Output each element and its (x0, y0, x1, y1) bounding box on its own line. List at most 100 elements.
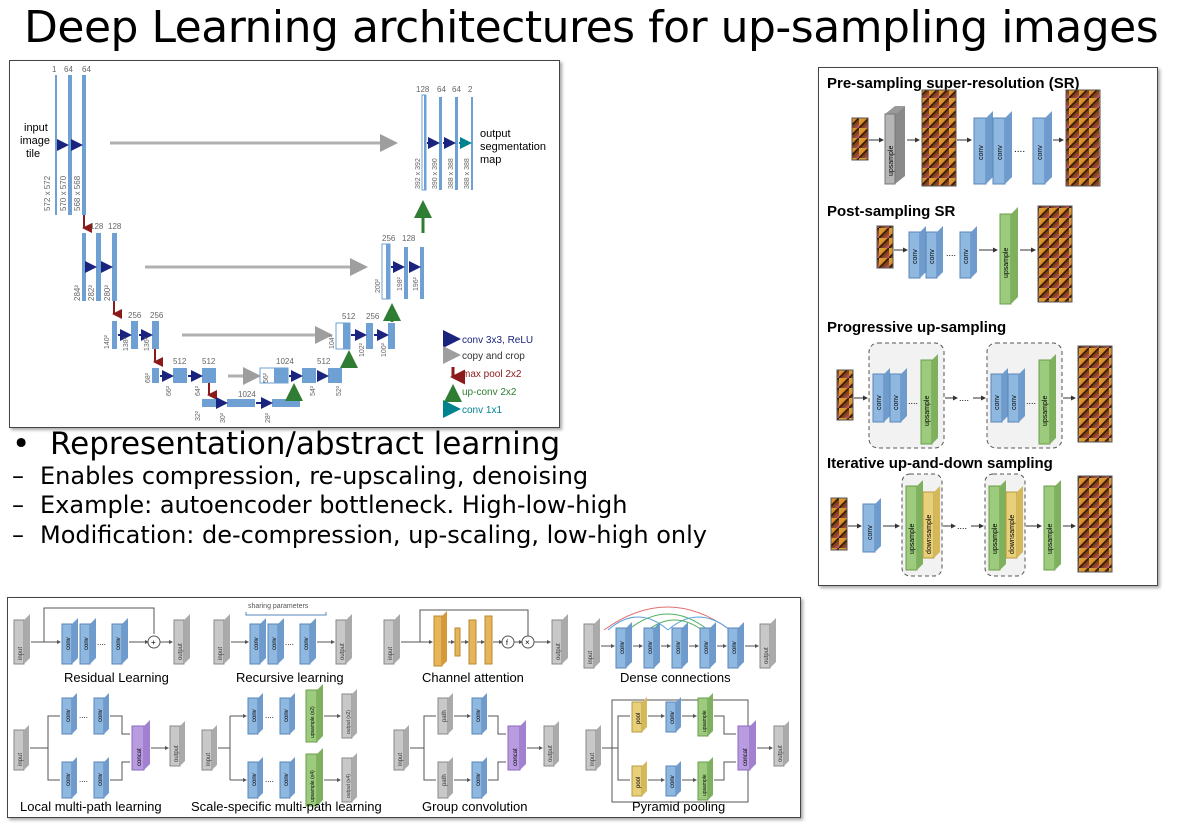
svg-text:....: .... (957, 521, 967, 531)
svg-text:conv: conv (476, 773, 482, 786)
svg-text:....: .... (265, 775, 274, 784)
feature-map (82, 75, 86, 215)
svg-text:input: input (218, 647, 224, 660)
svg-text:output: output (778, 745, 784, 762)
channel-label: 64 (437, 85, 446, 94)
channel-label: 128 (416, 85, 430, 94)
svg-text:conv: conv (98, 773, 104, 786)
size-label: 64² (195, 385, 202, 396)
channel-attention-diagram: input f × output (383, 609, 568, 667)
conv-block: conv (908, 226, 926, 279)
feature-map (471, 97, 473, 190)
svg-text:upsample: upsample (1042, 396, 1049, 426)
feature-map (55, 75, 57, 215)
unet-legend: conv 3x3, ReLU copy and crop max pool 2x… (443, 330, 533, 418)
svg-text:conv: conv (929, 249, 936, 264)
conv-block: conv (925, 226, 943, 279)
svg-text:....: .... (959, 393, 969, 403)
svg-text:downsample: downsample (926, 515, 933, 554)
output-image (1065, 89, 1101, 187)
svg-text:pool: pool (636, 713, 642, 724)
legend-conv1x1: conv 1x1 (462, 405, 502, 416)
channel-label: 128 (90, 222, 104, 231)
network-design-panel: input conv conv .... conv + output Resid… (7, 597, 801, 818)
unet-diagram: input image tile 1 64 64 572 x 572 570 x… (20, 65, 546, 423)
bullet-sub: –Enables compression, re-upscaling, deno… (12, 462, 792, 491)
size-label: 138² (123, 336, 130, 351)
svg-text:conv: conv (620, 641, 626, 654)
size-label: 572 x 572 (43, 175, 52, 211)
sr-framework-panel: Pre-sampling super-resolution (SR) Post-… (818, 67, 1158, 586)
size-label: 280² (103, 285, 112, 301)
svg-text:conv: conv (66, 637, 72, 650)
svg-text:conv: conv (304, 637, 310, 650)
bullet-list: • Representation/abstract learning –Enab… (12, 426, 792, 547)
svg-text:f: f (506, 640, 508, 647)
unet-output-label: output (480, 128, 511, 140)
sr-frameworks-diagram: Pre-sampling super-resolution (SR) Post-… (827, 75, 1113, 577)
feature-map (112, 233, 117, 301)
section-title-post-sampling: Post-sampling SR (827, 203, 956, 220)
size-label: 52² (336, 385, 343, 396)
upsample-block: upsample (1038, 354, 1056, 445)
channel-label: 512 (202, 357, 216, 366)
bullet-sub: –Modification: de-compression, up-scalin… (12, 523, 792, 547)
scale-specific-multipath-diagram: input conv .... conv upsample (x2) outpu… (201, 684, 357, 807)
unet-input-label: image (20, 135, 50, 147)
channel-label: 256 (366, 312, 380, 321)
output-image (1077, 475, 1113, 573)
legend-up-conv: up-conv 2x2 (462, 387, 517, 398)
size-label: 136² (144, 336, 151, 351)
local-multipath-diagram: input conv .... conv conv .... conv conc… (13, 693, 185, 799)
svg-text:conv: conv (116, 637, 122, 650)
feature-map (386, 244, 390, 299)
channel-label: 64 (452, 85, 461, 94)
upsample-block: upsample (920, 354, 938, 445)
channel-label: 1024 (276, 357, 294, 366)
svg-text:output: output (764, 647, 770, 664)
unet-output-label: segmentation (480, 141, 546, 153)
size-label: 284² (73, 285, 82, 301)
channel-label: 512 (173, 357, 187, 366)
legend-max-pool: max pool 2x2 (462, 369, 522, 380)
svg-text:output: output (548, 745, 554, 762)
pyramid-pooling-diagram: input pool pool conv conv upsample upsam… (585, 693, 789, 803)
unet-input-label: input (24, 122, 48, 134)
svg-text:conv: conv (254, 637, 260, 650)
size-label: 198² (397, 276, 404, 291)
svg-text:output (x2): output (x2) (346, 710, 352, 734)
feature-map (272, 399, 300, 407)
svg-text:upsample: upsample (1047, 524, 1054, 554)
channel-label: 512 (317, 357, 331, 366)
feature-map (424, 95, 426, 190)
svg-text:output: output (556, 643, 562, 660)
channel-label: 256 (382, 234, 396, 243)
svg-text:input: input (18, 647, 24, 660)
residual-learning-diagram: input conv conv .... conv + output (13, 607, 190, 665)
feature-map (366, 323, 373, 349)
feature-map (274, 368, 288, 383)
svg-text:upsample: upsample (992, 524, 999, 554)
output-image (1037, 205, 1073, 303)
svg-text:upsample: upsample (909, 524, 916, 554)
size-label: 388 x 388 (448, 158, 455, 189)
size-label: 390 x 390 (432, 158, 439, 189)
size-label: 196² (413, 276, 420, 291)
feature-map (439, 97, 442, 190)
channel-label: 1024 (238, 390, 256, 399)
svg-text:upsample: upsample (702, 774, 708, 796)
block-label: upsample (888, 146, 895, 176)
svg-text:....: .... (265, 711, 274, 720)
feature-map (302, 368, 316, 383)
conv-block: conv (889, 368, 907, 423)
upsample-block: upsample (1043, 480, 1061, 571)
feature-map (131, 321, 138, 349)
feature-map (343, 323, 350, 349)
upsampled-image (921, 89, 957, 187)
svg-text:input: input (18, 753, 24, 766)
feature-map (68, 75, 72, 215)
section-title-iterative: Iterative up-and-down sampling (827, 455, 1053, 472)
low-res-image (851, 117, 869, 161)
svg-text:conv: conv (978, 145, 985, 160)
svg-text:conv: conv (252, 773, 258, 786)
